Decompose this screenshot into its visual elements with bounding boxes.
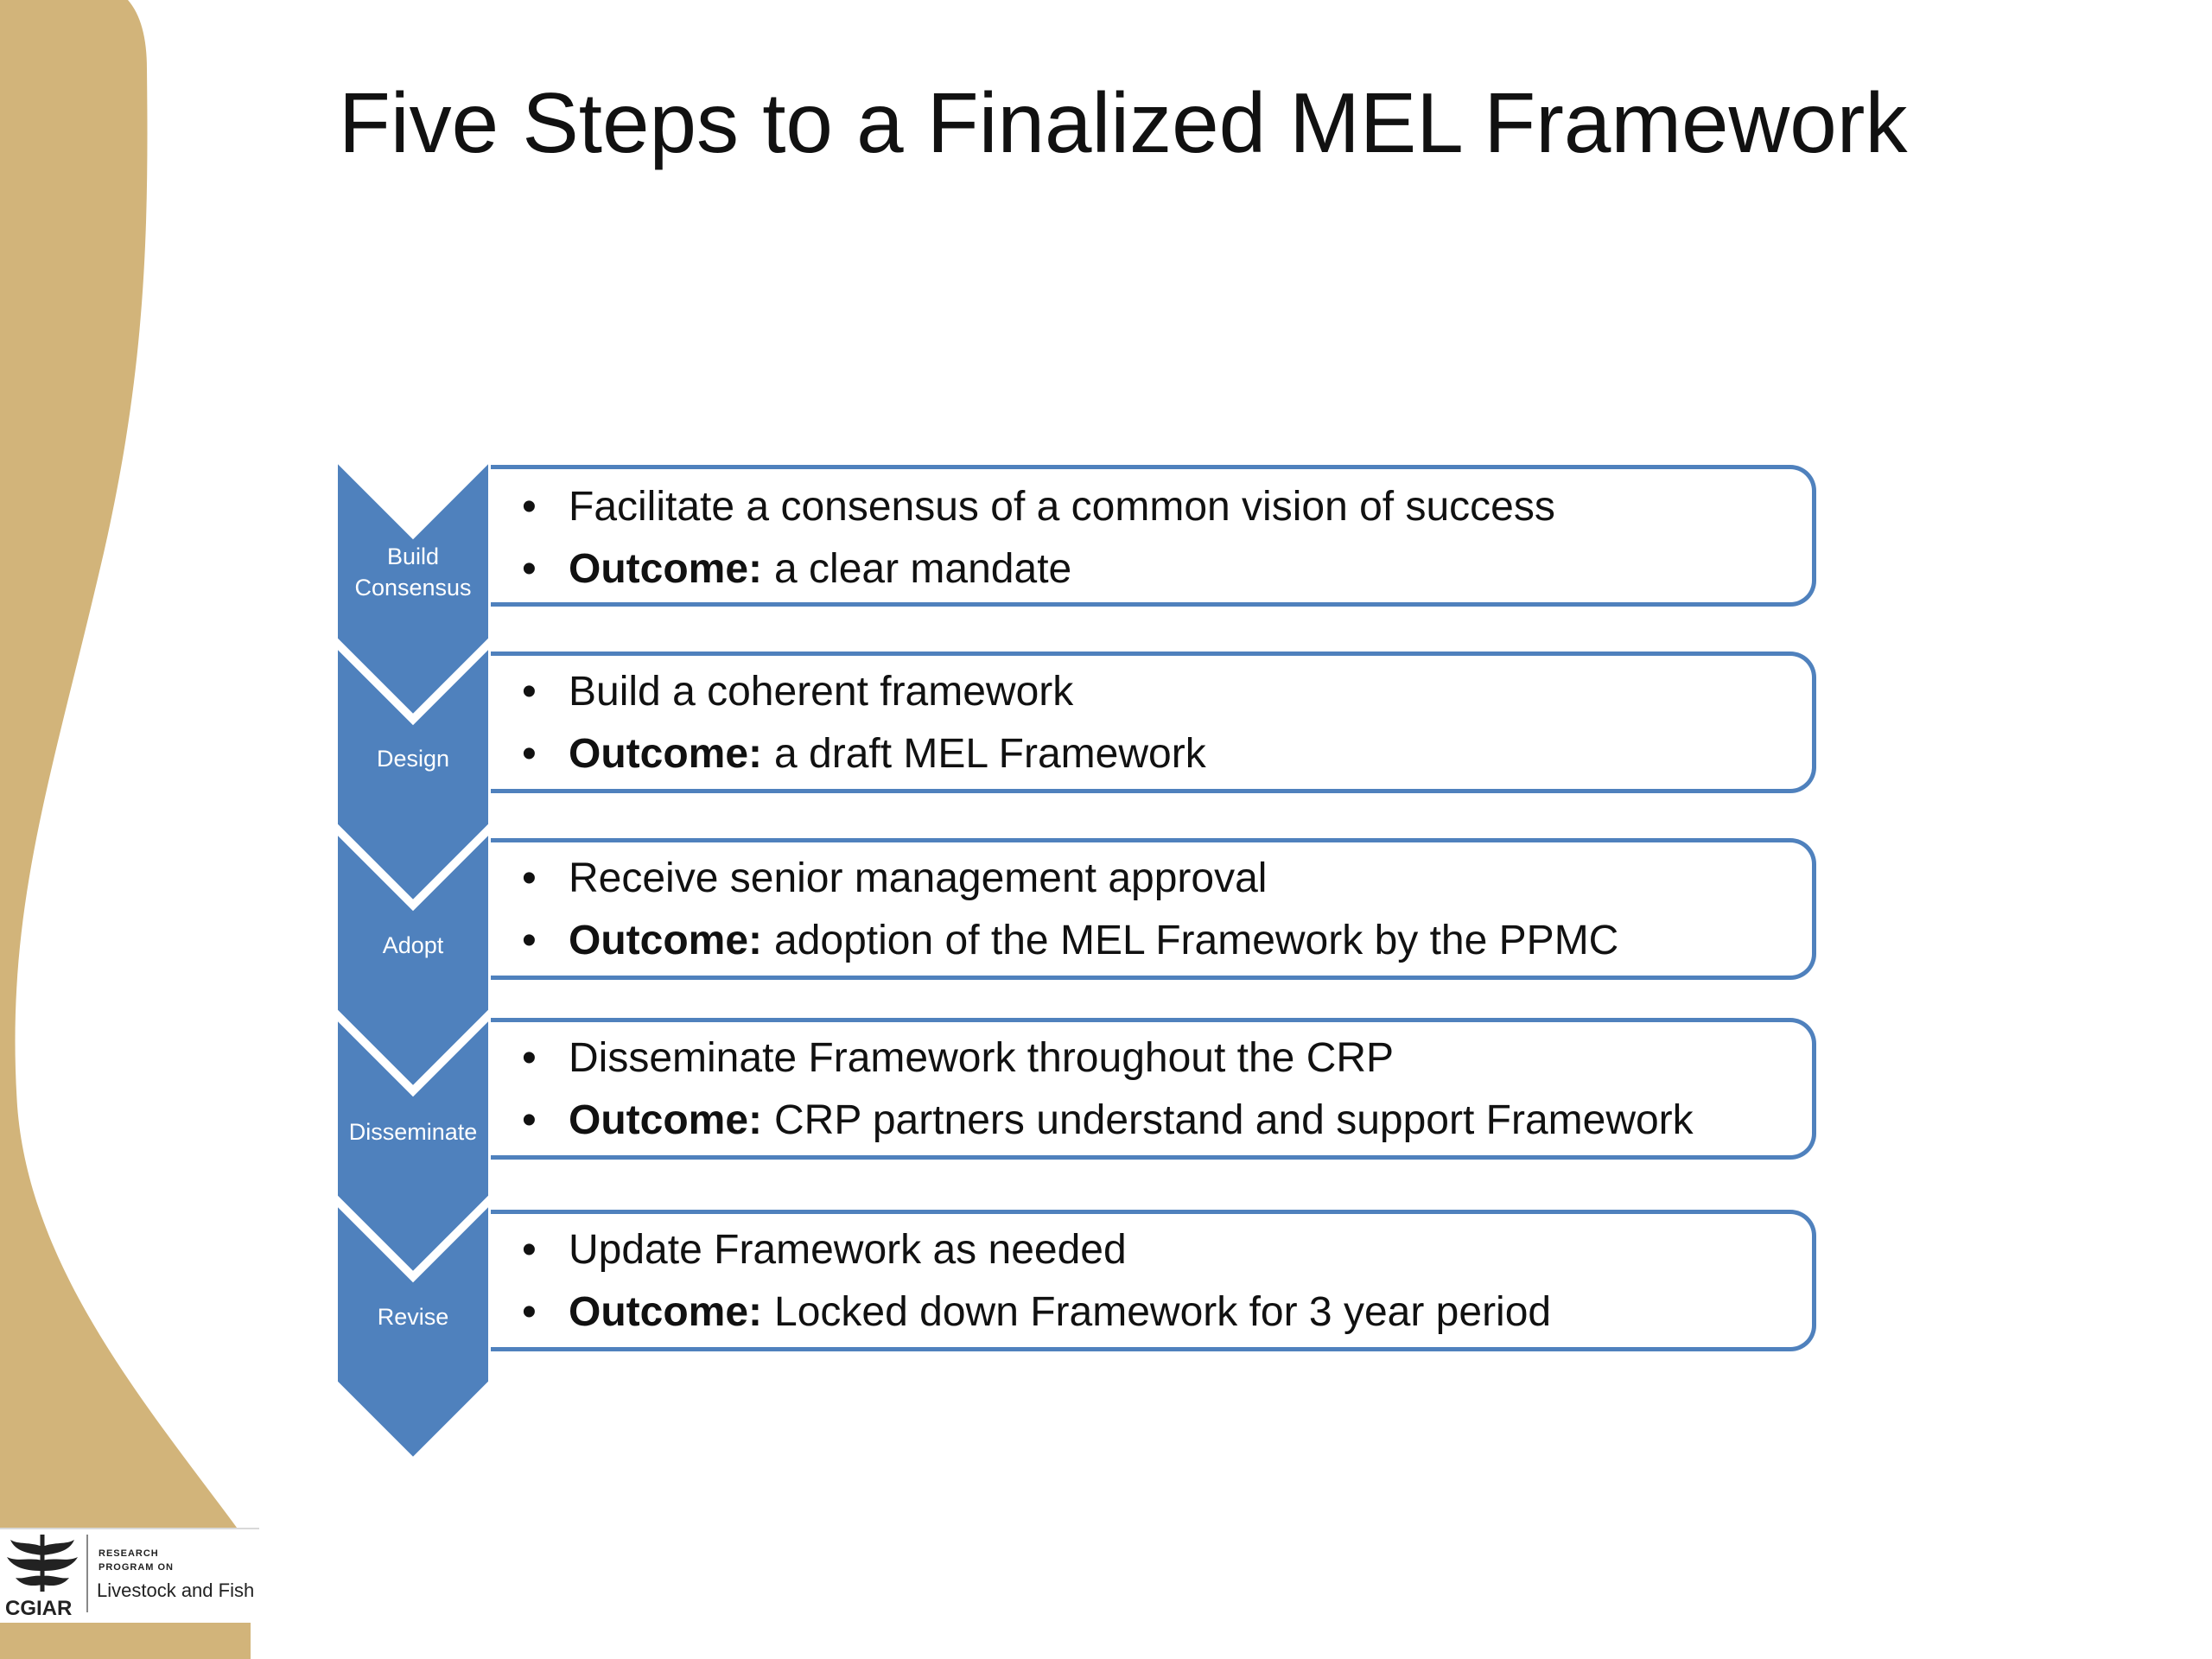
step-outcome: • Outcome: adoption of the MEL Framework… — [522, 917, 1618, 964]
bullet-dot-icon: • — [522, 731, 537, 777]
wheat-emblem-icon — [7, 1535, 78, 1592]
step-description: Receive senior management approval — [569, 855, 1268, 901]
step-description: Build a coherent framework — [569, 669, 1074, 715]
bullet-dot-icon: • — [522, 546, 537, 592]
bullet-dot-icon: • — [522, 669, 537, 715]
bullet-dot-icon: • — [522, 1097, 537, 1143]
chevron-build-consensus — [333, 451, 493, 721]
bullet-dot-icon: • — [522, 855, 537, 901]
step-bullet: • Build a coherent framework — [522, 668, 1073, 715]
bullet-dot-icon: • — [522, 1289, 537, 1335]
logo-program-name: Livestock and Fish — [97, 1580, 255, 1601]
outcome-label: Outcome: — [569, 546, 763, 592]
outcome-text: Locked down Framework for 3 year period — [774, 1289, 1552, 1335]
step-label-adopt: Adopt — [382, 932, 444, 958]
logo-org-name: CGIAR — [5, 1597, 73, 1620]
logo-divider — [86, 1535, 88, 1612]
step-outcome: • Outcome: a clear mandate — [522, 545, 1071, 593]
decorative-side-band — [0, 0, 251, 1659]
cgiar-logo: CGIAR RESEARCH PROGRAM ON Livestock and … — [0, 1528, 259, 1623]
step-box-adopt: • Receive senior management approval • O… — [491, 838, 1816, 980]
bullet-dot-icon: • — [522, 918, 537, 963]
bullet-dot-icon: • — [522, 1035, 537, 1081]
step-label-disseminate: Disseminate — [348, 1119, 478, 1145]
step-box-disseminate: • Disseminate Framework throughout the C… — [491, 1018, 1816, 1160]
step-bullet: • Update Framework as needed — [522, 1226, 1127, 1274]
step-box-design: • Build a coherent framework • Outcome: … — [491, 652, 1816, 793]
step-bullet: • Disseminate Framework throughout the C… — [522, 1034, 1394, 1082]
outcome-text: adoption of the MEL Framework by the PPM… — [774, 918, 1619, 963]
step-outcome: • Outcome: Locked down Framework for 3 y… — [522, 1288, 1551, 1336]
step-label-design: Design — [376, 746, 450, 772]
step-label-revise: Revise — [377, 1304, 449, 1330]
bullet-dot-icon: • — [522, 1227, 537, 1273]
step-bullet: • Facilitate a consensus of a common vis… — [522, 483, 1555, 531]
logo-line1: RESEARCH — [99, 1548, 159, 1559]
outcome-label: Outcome: — [569, 731, 763, 777]
step-box-revise: • Update Framework as needed • Outcome: … — [491, 1210, 1816, 1351]
chevron-column — [333, 451, 493, 1465]
outcome-label: Outcome: — [569, 1289, 763, 1335]
chevron-design — [333, 637, 493, 907]
chevron-disseminate — [333, 1008, 493, 1279]
outcome-text: CRP partners understand and support Fram… — [774, 1097, 1694, 1143]
step-description: Update Framework as needed — [569, 1227, 1127, 1273]
step-description: Facilitate a consensus of a common visio… — [569, 484, 1555, 530]
chevron-adopt — [333, 823, 493, 1093]
bullet-dot-icon: • — [522, 484, 537, 530]
chevron-revise — [333, 1194, 493, 1465]
logo-line2: PROGRAM ON — [99, 1562, 174, 1573]
outcome-label: Outcome: — [569, 918, 763, 963]
step-bullet: • Receive senior management approval — [522, 855, 1267, 902]
step-outcome: • Outcome: a draft MEL Framework — [522, 730, 1206, 778]
step-outcome: • Outcome: CRP partners understand and s… — [522, 1096, 1694, 1144]
step-box-build-consensus: • Facilitate a consensus of a common vis… — [491, 465, 1816, 607]
page-title: Five Steps to a Finalized MEL Framework — [339, 75, 1908, 170]
step-description: Disseminate Framework throughout the CRP — [569, 1035, 1395, 1081]
step-label-build-consensus: Build Consensus — [354, 543, 472, 601]
outcome-text: a clear mandate — [774, 546, 1072, 592]
outcome-text: a draft MEL Framework — [774, 731, 1206, 777]
outcome-label: Outcome: — [569, 1097, 763, 1143]
